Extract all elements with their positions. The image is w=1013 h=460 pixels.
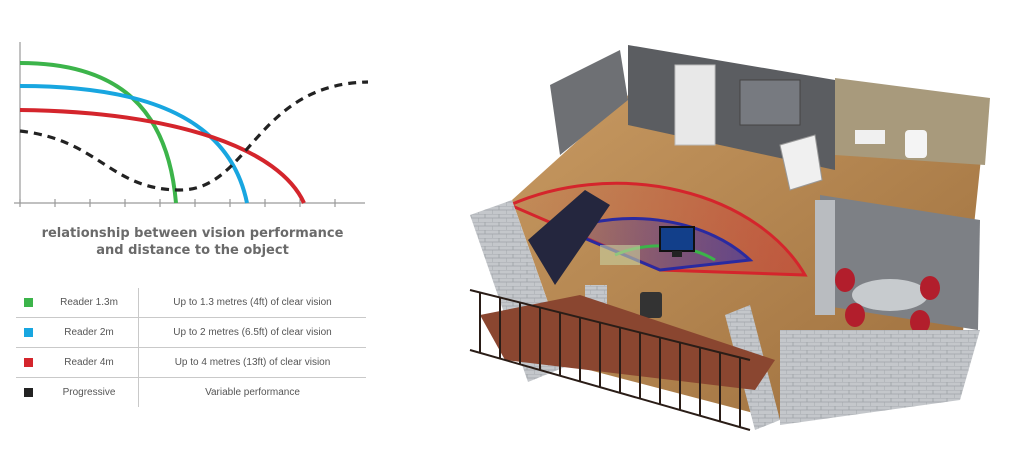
legend-row: Reader 4m Up to 4 metres (13ft) of clear… bbox=[16, 347, 366, 378]
caption-line-2: and distance to the object bbox=[96, 243, 289, 258]
legend-description: Up to 4 metres (13ft) of clear vision bbox=[138, 347, 366, 378]
diagram-caption: relationship between vision performance … bbox=[20, 225, 365, 259]
legend-name: Reader 4m bbox=[40, 347, 139, 378]
legend-row: Reader 1.3m Up to 1.3 metres (4ft) of cl… bbox=[16, 288, 366, 318]
back-wall-left bbox=[550, 50, 628, 155]
legend-name: Progressive bbox=[40, 377, 139, 407]
legend-description: Up to 1.3 metres (4ft) of clear vision bbox=[138, 288, 366, 318]
curve-reader-1-3m bbox=[19, 61, 178, 204]
axes bbox=[14, 42, 365, 207]
lounge-chair bbox=[779, 134, 823, 191]
legend-table: Reader 1.3m Up to 1.3 metres (4ft) of cl… bbox=[16, 288, 366, 407]
coffee-table bbox=[600, 245, 640, 265]
vision-performance-curves bbox=[14, 42, 369, 207]
legend-name: Reader 2m bbox=[40, 317, 139, 348]
legend-swatch-green bbox=[23, 297, 33, 307]
legend-swatch-red bbox=[23, 357, 33, 367]
balcony-railing bbox=[469, 289, 751, 431]
dining-chair bbox=[845, 303, 865, 327]
dining-chair bbox=[910, 310, 930, 334]
legend-description: Variable performance bbox=[138, 377, 366, 407]
curve-progressive bbox=[19, 80, 369, 192]
desk-chair bbox=[640, 292, 662, 318]
dining-chair bbox=[835, 268, 855, 292]
door bbox=[674, 64, 716, 146]
caption-line-1: relationship between vision performance bbox=[41, 226, 344, 241]
sofa bbox=[528, 190, 610, 285]
legend-row: Progressive Variable performance bbox=[16, 377, 366, 407]
partition-wall-front bbox=[815, 200, 835, 315]
legend-description: Up to 2 metres (6.5ft) of clear vision bbox=[138, 317, 366, 348]
city-picture bbox=[739, 79, 801, 126]
dining-chair bbox=[920, 276, 940, 300]
legend-name: Reader 1.3m bbox=[60, 297, 118, 308]
toilet bbox=[905, 130, 927, 158]
tv-stand bbox=[672, 251, 682, 257]
legend-row: Reader 2m Up to 2 metres (6.5ft) of clea… bbox=[16, 317, 366, 348]
dining-table bbox=[852, 279, 928, 311]
tv bbox=[659, 226, 695, 252]
curve-reader-2m bbox=[19, 84, 249, 204]
sink bbox=[855, 130, 885, 144]
brick-wall-right bbox=[780, 330, 980, 425]
balcony-floor bbox=[480, 295, 775, 390]
legend-swatch-black bbox=[23, 387, 33, 397]
curve-reader-4m bbox=[19, 108, 306, 204]
legend-swatch-blue bbox=[23, 327, 33, 337]
apartment-illustration bbox=[469, 45, 990, 431]
